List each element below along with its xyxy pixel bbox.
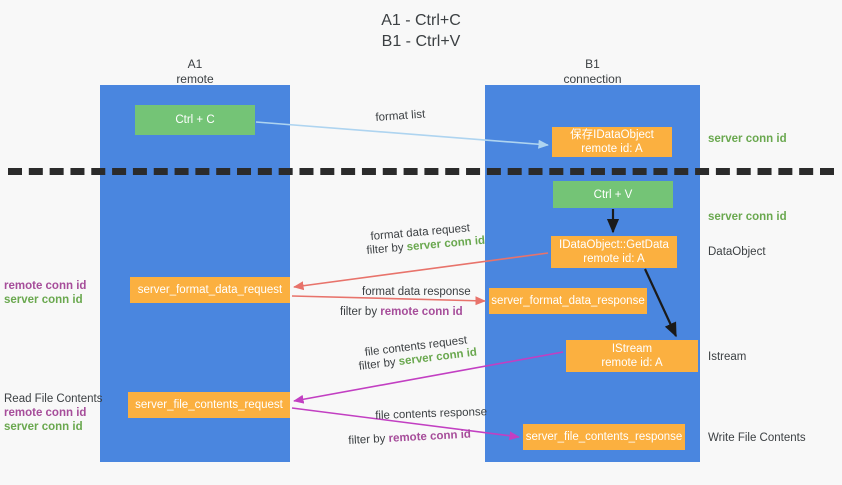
node-server-file-contents-request[interactable]: server_file_contents_request [128, 392, 290, 418]
node-ctrl-v[interactable]: Ctrl + V [553, 181, 673, 208]
note-server-conn-id: server conn id [4, 421, 83, 433]
note-server-conn-id-mid: server conn id [708, 211, 787, 223]
node-server-format-data-request[interactable]: server_format_data_request [130, 277, 290, 303]
filter-key-remote-conn-id: remote conn id [388, 428, 472, 445]
edge-label-file-contents-response: file contents response [375, 406, 488, 422]
filter-key-remote-conn-id: remote conn id [380, 306, 463, 318]
page-title: A1 - Ctrl+C B1 - Ctrl+V [381, 12, 461, 50]
edge-label-format-data-response-filter: filter by remote conn id [340, 305, 463, 320]
note-remote-conn-id: remote conn id [4, 280, 87, 292]
note-write-file-contents: Write File Contents [708, 432, 806, 444]
node-idataobject-getdata[interactable]: IDataObject::GetData remote id: A [551, 236, 677, 268]
node-server-file-contents-response[interactable]: server_file_contents_response [523, 424, 685, 450]
note-istream: Istream [708, 351, 747, 363]
node-server-format-data-response[interactable]: server_format_data_response [489, 288, 647, 314]
note-group-file: Read File Contents remote conn id server… [4, 392, 103, 434]
note-remote-conn-id: remote conn id [4, 407, 87, 419]
node-ctrl-c[interactable]: Ctrl + C [135, 105, 255, 135]
edge-label-file-contents-response-filter: filter by remote conn id [348, 428, 471, 449]
column-header-a1: A1 remote [176, 57, 214, 86]
note-read-file-contents: Read File Contents [4, 393, 103, 405]
node-save-idataobject[interactable]: 保存IDataObject remote id: A [552, 127, 672, 157]
filter-prefix: filter by [366, 241, 408, 257]
column-header-b1: B1 connection [563, 57, 622, 86]
filter-prefix: filter by [348, 432, 389, 447]
filter-prefix: filter by [358, 356, 400, 373]
note-server-conn-id: server conn id [4, 294, 83, 306]
note-group-format: remote conn id server conn id [4, 279, 96, 307]
note-dataobject: DataObject [708, 246, 766, 258]
phase-separator-dashed-line [8, 168, 834, 175]
note-server-conn-id-top: server conn id [708, 133, 787, 145]
edge-label-format-list: format list [375, 108, 426, 124]
filter-prefix: filter by [340, 306, 381, 318]
edge-label-format-data-response: format data response [362, 286, 471, 298]
node-istream[interactable]: IStream remote id: A [566, 340, 698, 372]
